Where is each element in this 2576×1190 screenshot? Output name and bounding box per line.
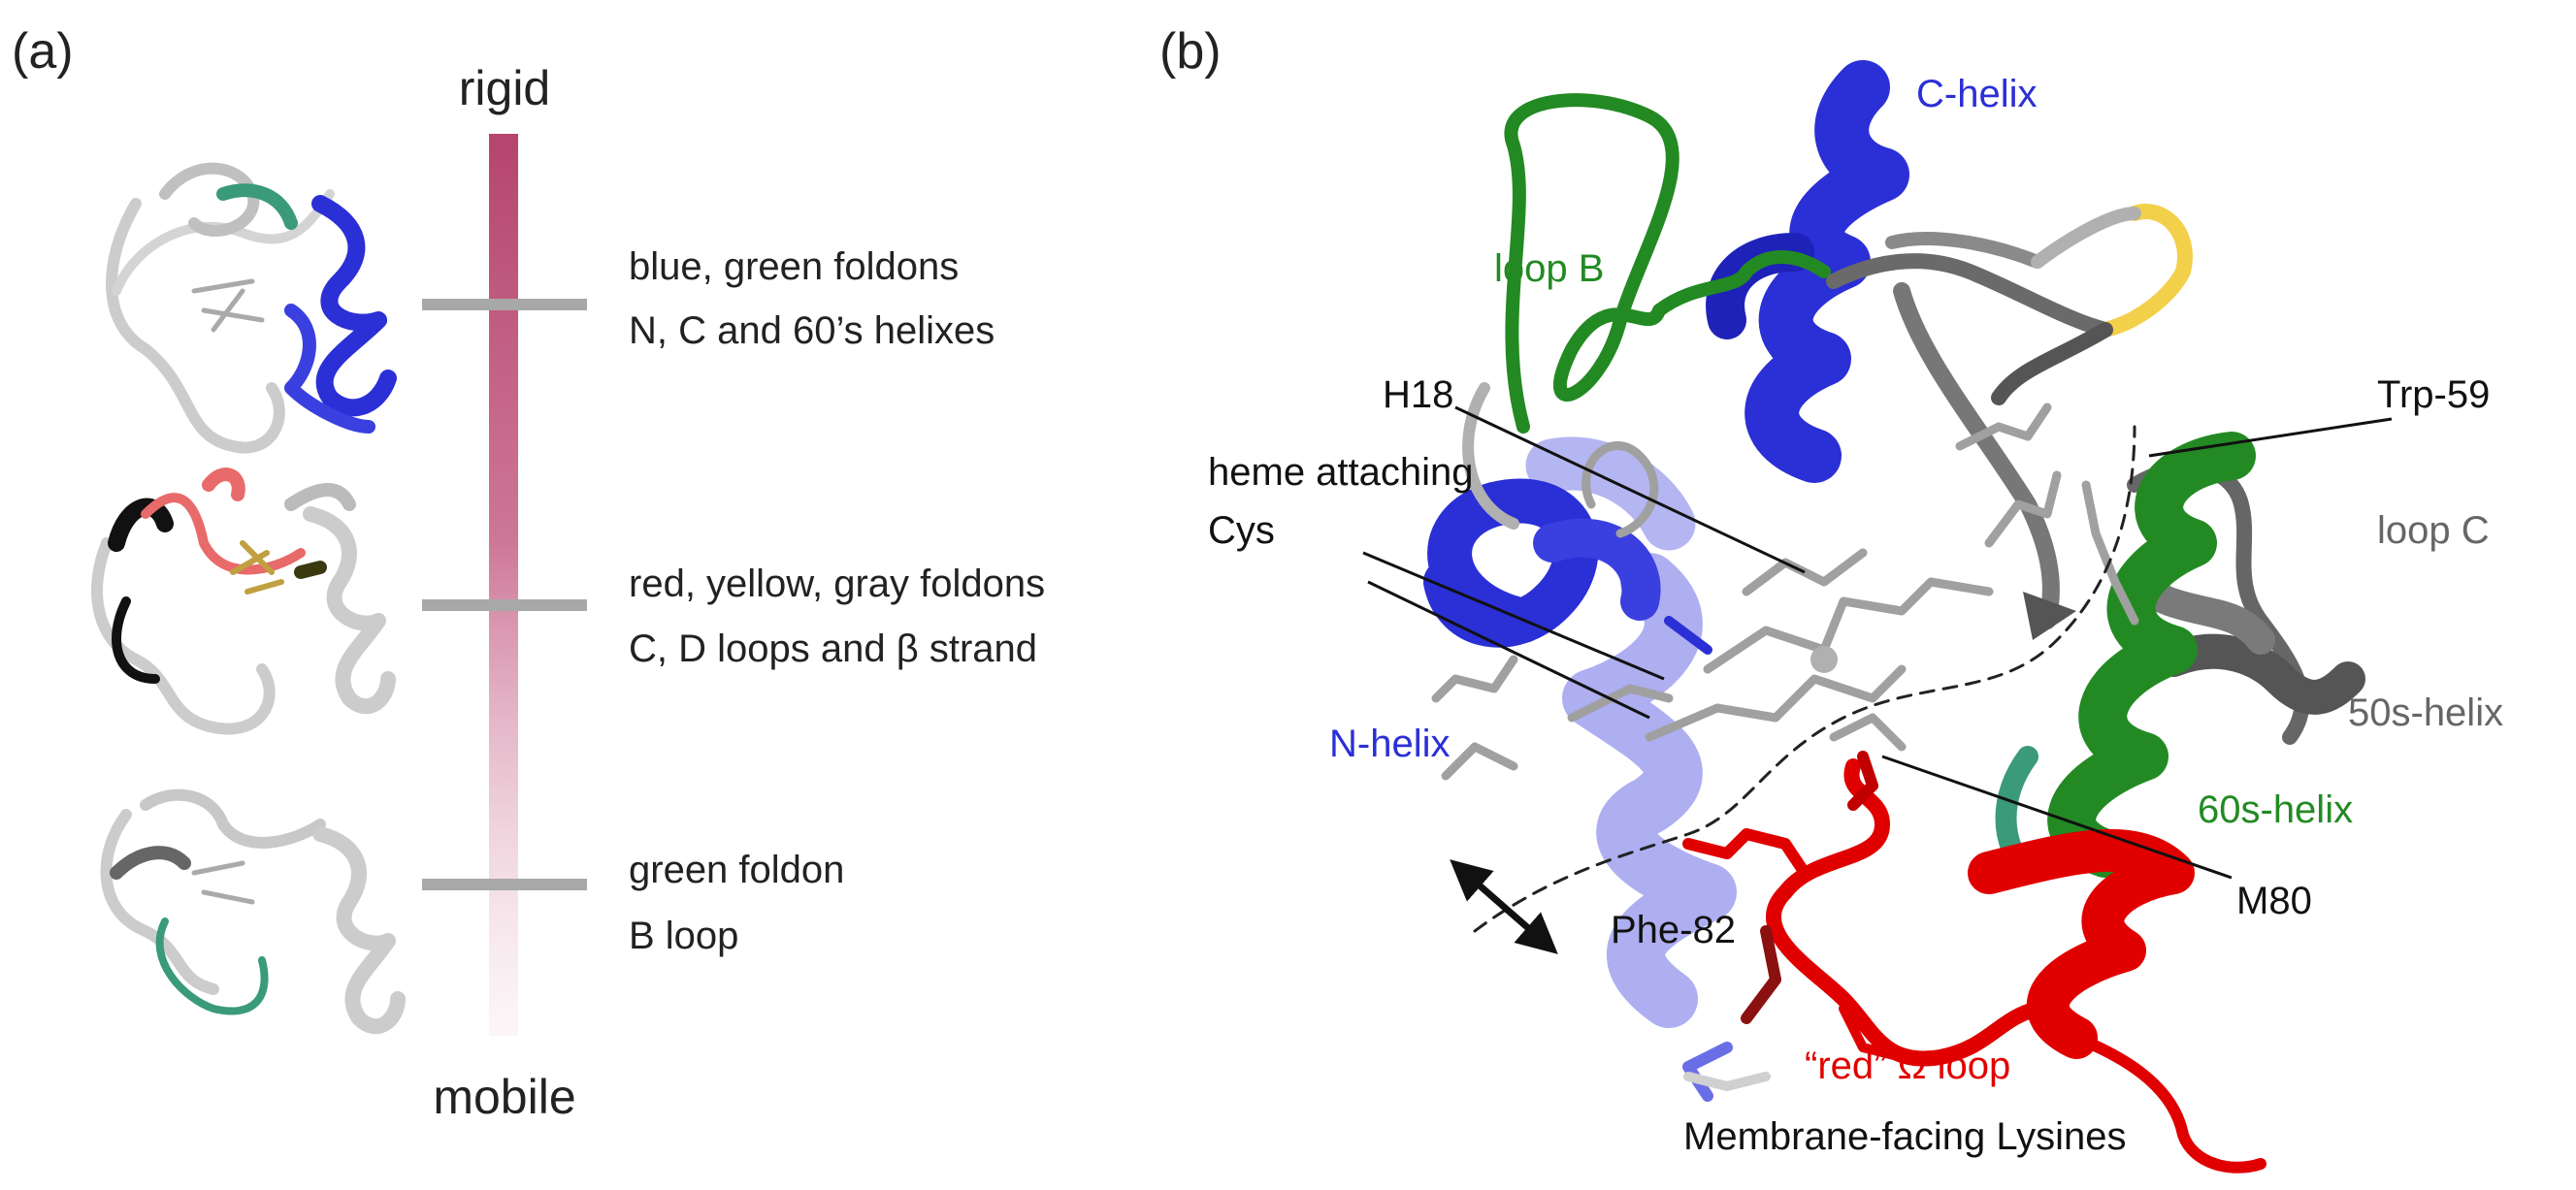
rigidity-scale-bar: [489, 134, 518, 1036]
protein-structure: [1423, 60, 2365, 1174]
level-1-line1: blue, green foldons: [629, 245, 959, 288]
panel-b-tag: (b): [1159, 23, 1222, 80]
protein-thumbnail-1: [106, 162, 397, 454]
n-helix-label: N-helix: [1329, 723, 1450, 765]
loop-b-label: loop B: [1494, 247, 1604, 290]
heme-label-line2: Cys: [1208, 509, 1275, 552]
protein-thumbnail-2: [91, 467, 396, 735]
lysines-label: Membrane-facing Lysines: [1683, 1115, 2127, 1158]
c-helix-label: C-helix: [1916, 73, 2037, 115]
loop-c-label: loop C: [2377, 509, 2490, 552]
scale-top-label: rigid: [459, 61, 550, 115]
level-3-line1: green foldon: [629, 849, 844, 891]
heme-label-line1: heme attaching: [1208, 451, 1474, 494]
m80-label: M80: [2236, 880, 2312, 922]
level-2-line2: C, D loops and β strand: [629, 627, 1037, 670]
level-2-line1: red, yellow, gray foldons: [629, 563, 1045, 605]
trp59-label: Trp-59: [2377, 373, 2490, 416]
h18-label: H18: [1383, 373, 1453, 416]
phe82-label: Phe-82: [1611, 909, 1736, 951]
panel-a-tag: (a): [12, 23, 74, 80]
level-1-line2: N, C and 60’s helixes: [629, 309, 995, 352]
leader-lines: [1362, 405, 2393, 880]
panel-a: (a) rigid mobile blue, green foldons N, …: [12, 23, 1045, 1124]
scale-bottom-label: mobile: [433, 1070, 575, 1124]
red-omega-loop-label: “red” Ω loop: [1805, 1045, 2010, 1087]
level-3-line2: B loop: [629, 915, 738, 957]
helix-60s-label: 60s-helix: [2198, 788, 2353, 831]
protein-thumbnail-3: [100, 788, 406, 1035]
panel-b: (b): [1159, 23, 2503, 1174]
helix-50s-label: 50s-helix: [2348, 691, 2503, 734]
